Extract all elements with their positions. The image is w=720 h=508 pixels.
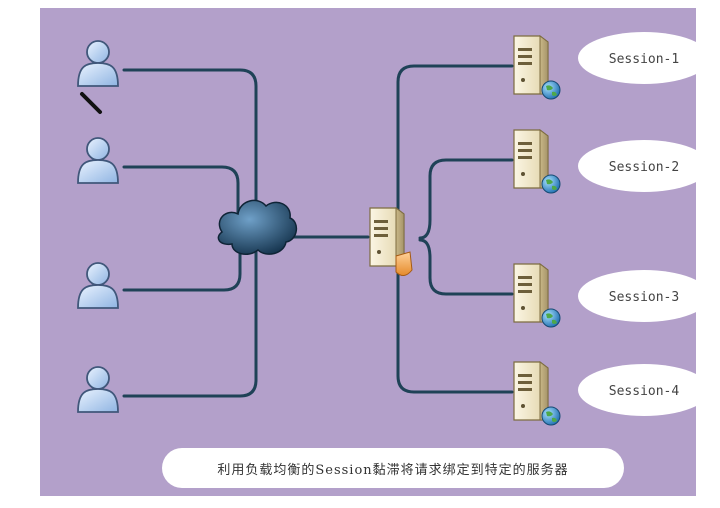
session-bubble-1: Session-1 (578, 32, 710, 84)
session-label: Session-3 (609, 290, 679, 305)
client-user-1 (77, 40, 119, 114)
cloud-network-icon (217, 199, 298, 256)
diagram-caption: 利用负载均衡的Session黏滞将请求绑定到特定的服务器 (162, 448, 624, 488)
pen-icon (80, 92, 102, 114)
session-label: Session-4 (609, 384, 680, 399)
session-label: Session-1 (609, 52, 679, 67)
connection-lines (122, 64, 514, 398)
globe-icon (541, 174, 561, 194)
globe-icon (541, 406, 561, 426)
session-bubble-3: Session-3 (578, 270, 710, 322)
globe-icon (541, 308, 561, 328)
globe-icon (541, 80, 561, 100)
session-label: Session-2 (609, 160, 679, 175)
diagram-background (40, 8, 696, 496)
load-balancer-server-icon (369, 207, 413, 276)
session-bubble-2: Session-2 (578, 140, 710, 192)
session-bubble-4: Session-4 (578, 364, 710, 416)
